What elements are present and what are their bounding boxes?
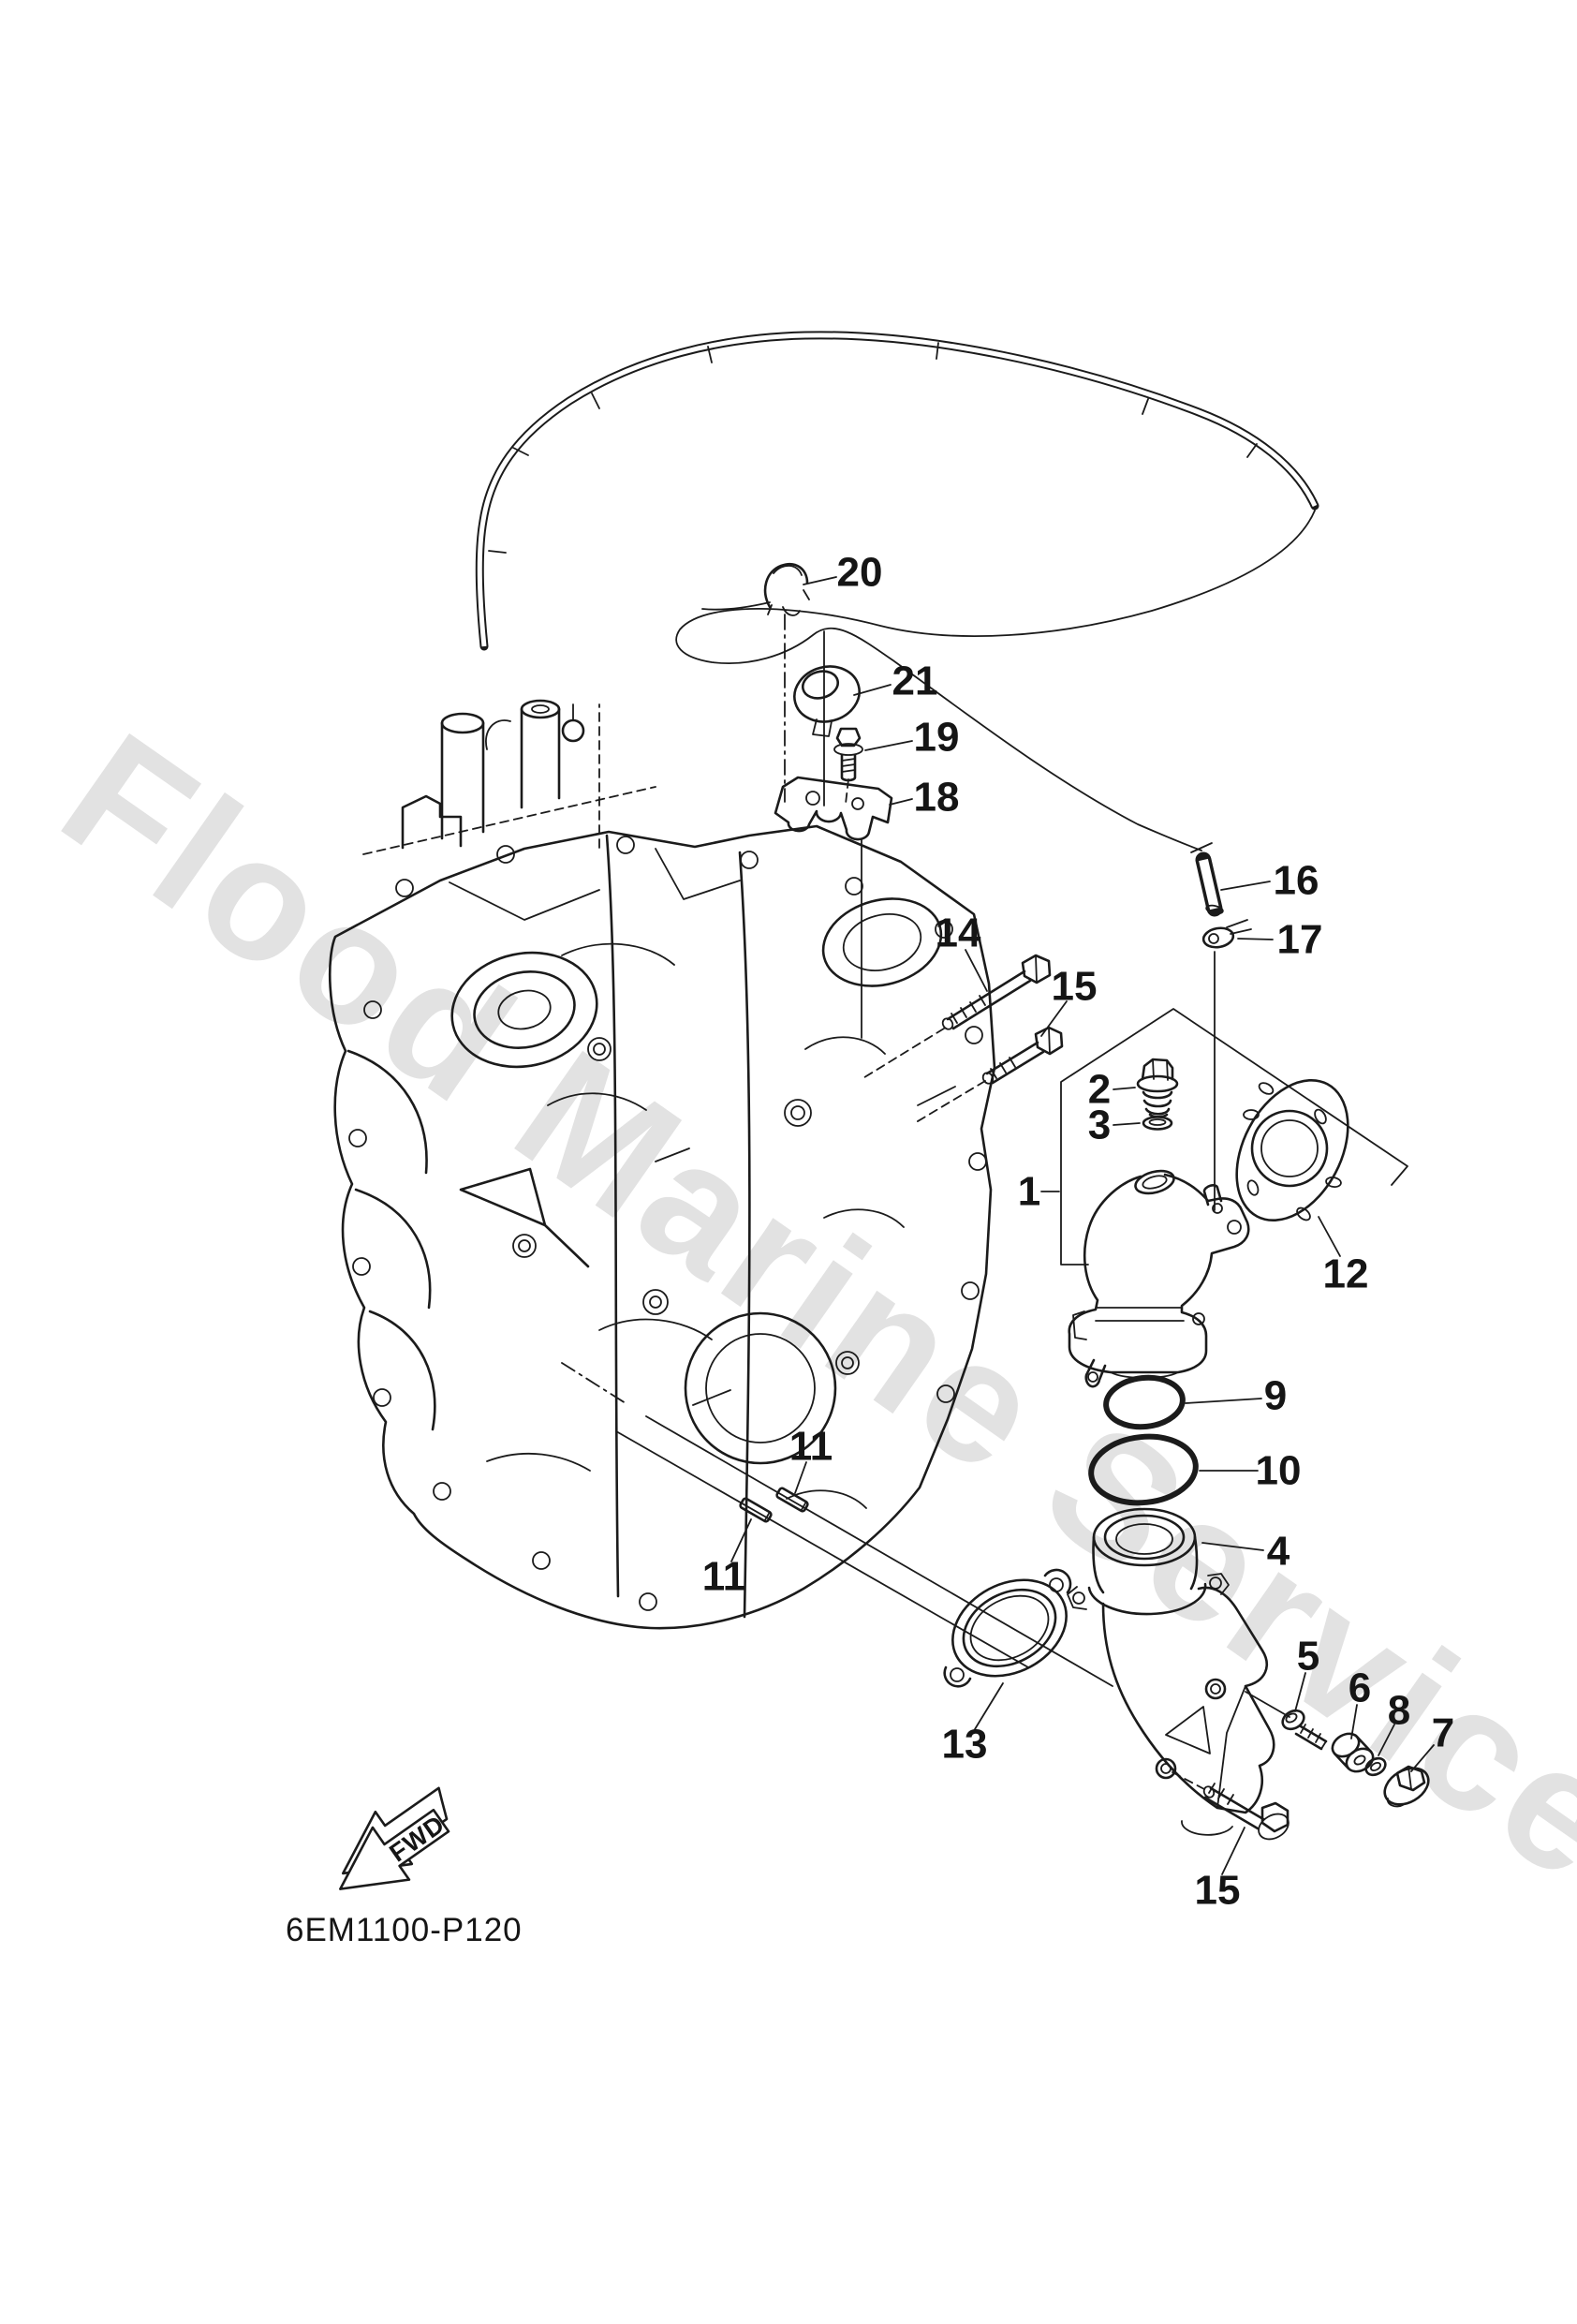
callout-leader-3	[1113, 1122, 1141, 1126]
o-ring-10	[1088, 1433, 1199, 1506]
callout-leader-19	[864, 740, 913, 751]
clamp-17	[1201, 919, 1252, 949]
callout-label-10: 10	[1256, 1448, 1302, 1494]
callout-label-17: 17	[1277, 917, 1323, 963]
engine-partial-fragment	[362, 699, 656, 855]
callout-leader-11	[794, 1461, 807, 1494]
assembly-centerlines	[784, 614, 1216, 1211]
callout-leader-16	[1220, 881, 1271, 891]
collar-6	[1331, 1732, 1375, 1773]
hose-clamp-20	[763, 563, 810, 616]
gasket-12	[1235, 1078, 1349, 1222]
callout-label-5: 5	[1297, 1634, 1319, 1680]
bolt-15-lower	[1172, 1771, 1290, 1841]
washer-3	[1142, 1116, 1173, 1131]
callout-label-1: 1	[1018, 1169, 1040, 1215]
hose-tick-marks	[488, 342, 1258, 554]
callout-label-18: 18	[914, 775, 960, 821]
callout-leader-13	[974, 1682, 1004, 1730]
adapter-4	[1067, 1507, 1275, 1836]
callout-leader-21	[853, 684, 892, 696]
mounting-axis-lines	[561, 1362, 1113, 1687]
callout-label-20: 20	[837, 550, 883, 596]
plug-bolt-7	[1383, 1765, 1430, 1808]
callout-label-6: 6	[1349, 1665, 1371, 1711]
callout-label-11: 11	[702, 1554, 746, 1600]
callout-leader-11	[730, 1518, 752, 1562]
bolt-15-upper	[912, 1026, 1064, 1125]
watermark-text: Flood Marine Services	[30, 697, 1577, 1977]
callout-leader-15	[1040, 1000, 1068, 1037]
callout-label-3: 3	[1088, 1103, 1111, 1148]
callout-leader-6	[1350, 1704, 1358, 1739]
callout-leader-12	[1318, 1216, 1341, 1257]
bolt-5	[1245, 1691, 1328, 1751]
bolt-19	[833, 727, 863, 782]
callout-leader-5	[1294, 1672, 1306, 1712]
callout-leader-7	[1410, 1744, 1435, 1772]
callout-label-8: 8	[1388, 1688, 1410, 1734]
callout-leader-17	[1237, 938, 1274, 940]
callout-label-9: 9	[1264, 1373, 1287, 1419]
callout-leader-8	[1378, 1724, 1395, 1756]
intake-elbow-1	[1068, 1169, 1250, 1388]
dowel-pin-11-a	[775, 1487, 809, 1513]
callout-leader-4	[1201, 1542, 1264, 1551]
hose-end-16	[1190, 842, 1224, 917]
callout-leader-18	[889, 798, 913, 806]
callout-leader-2	[1113, 1087, 1136, 1090]
callout-label-13: 13	[942, 1722, 988, 1768]
subassembly-boundary	[1060, 1008, 1408, 1266]
callout-label-21: 21	[892, 659, 938, 704]
o-ring-9	[1103, 1374, 1186, 1430]
fwd-arrow: FWD	[339, 1786, 450, 1890]
callout-label-15: 15	[1195, 1868, 1241, 1914]
grommet-21	[793, 665, 861, 737]
callout-label-14: 14	[936, 910, 981, 956]
callout-leader-15	[1221, 1827, 1245, 1875]
drawing-code: 6EM1100-P120	[286, 1912, 523, 1948]
breather-hose	[475, 331, 1319, 917]
callout-label-7: 7	[1432, 1710, 1454, 1756]
callout-leader-14	[965, 949, 988, 992]
callout-label-4: 4	[1267, 1529, 1290, 1575]
callout-leader-20	[803, 576, 837, 585]
washer-8	[1364, 1756, 1387, 1777]
callout-label-15: 15	[1052, 964, 1098, 1010]
callout-label-16: 16	[1274, 858, 1319, 904]
callout-leader-9	[1185, 1398, 1262, 1404]
callout-label-12: 12	[1323, 1251, 1369, 1297]
bolt-14	[861, 954, 1052, 1080]
callout-label-19: 19	[914, 715, 960, 761]
callout-label-2: 2	[1088, 1067, 1111, 1113]
engine-cylinder-block	[328, 824, 996, 1630]
gasket-13	[943, 1568, 1072, 1688]
callout-label-11: 11	[789, 1424, 833, 1470]
wire-bracket-18	[774, 776, 893, 841]
dowel-pin-11-b	[739, 1497, 773, 1523]
plug-bolt-2	[1136, 1058, 1179, 1118]
